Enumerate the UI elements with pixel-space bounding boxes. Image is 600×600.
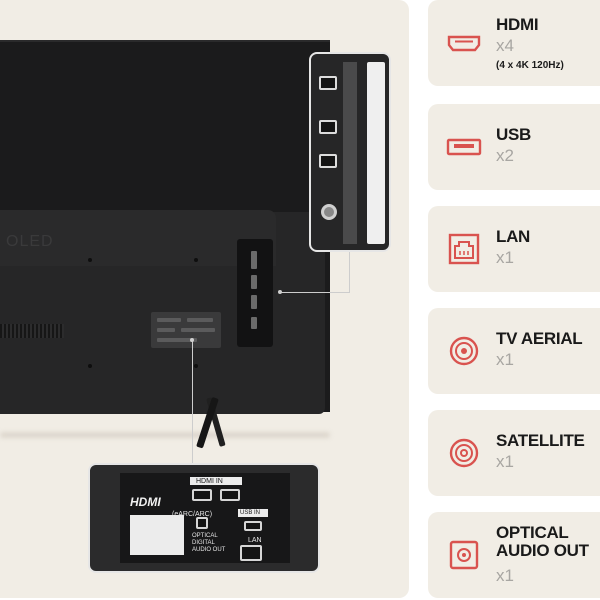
spec-card-tv-aerial: TV AERIAL x1	[428, 308, 600, 394]
spec-title-line1: OPTICAL	[496, 523, 569, 542]
lan-label: LAN	[248, 537, 262, 544]
hdmi-port	[192, 489, 212, 501]
usb-label-box	[238, 509, 268, 517]
spec-subtitle: (4 x 4K 120Hz)	[496, 60, 564, 71]
spec-count: x4	[496, 36, 514, 55]
spec-card-satellite: SATELLITE x1	[428, 410, 600, 496]
usb-port-icon	[446, 138, 482, 156]
optical-port	[196, 517, 208, 529]
hdmi-logo: HDMI	[130, 495, 161, 509]
hdmi-port-icon	[447, 35, 481, 52]
usb-label: USB IN	[240, 510, 261, 516]
coax-port-icon	[321, 204, 337, 220]
spec-count: x1	[496, 350, 514, 369]
spec-card-optical-audio-out: OPTICAL AUDIO OUT x1	[428, 512, 600, 598]
spec-card-usb: USB x2	[428, 104, 600, 190]
spec-title-line2: AUDIO OUT	[496, 541, 589, 560]
optical-port-icon	[449, 540, 479, 570]
spec-card-hdmi: HDMI x4 (4 x 4K 120Hz)	[428, 0, 600, 86]
spec-title: LAN	[496, 227, 531, 246]
spec-title: SATELLITE	[496, 431, 585, 450]
satellite-port-icon	[449, 438, 479, 468]
spec-label-sticker	[130, 515, 184, 555]
aerial-port-icon	[449, 336, 479, 366]
hdmi-port-icon	[319, 120, 337, 134]
usb-port	[244, 521, 262, 531]
lan-port	[240, 545, 262, 561]
hdmi-in-label-box	[190, 477, 242, 485]
screw	[194, 364, 198, 368]
hdmi-in-label: HDMI IN	[196, 478, 223, 485]
hdmi-port-icon	[319, 76, 337, 90]
callout-connector-line	[349, 252, 350, 293]
screw	[88, 364, 92, 368]
tv-brand-text: OLED	[6, 233, 54, 250]
tv-vent	[0, 324, 64, 338]
hdmi-port-icon	[319, 154, 337, 168]
rear-port-plate-zoom: HDMI HDMI IN (eARC/ARC) OPTICAL DIGITAL …	[120, 473, 290, 563]
screw	[88, 258, 92, 262]
spec-card-lan: LAN x1	[428, 206, 600, 292]
spec-title: USB	[496, 125, 531, 144]
tv-stand	[196, 396, 232, 450]
rear-port-plate	[151, 312, 221, 348]
callout-anchor-dot	[190, 338, 194, 342]
spec-title: HDMI	[496, 15, 539, 34]
callout-anchor-dot	[278, 290, 282, 294]
spec-count: x2	[496, 146, 514, 165]
side-port-bay	[237, 239, 273, 347]
rear-ports-zoom-callout: HDMI HDMI IN (eARC/ARC) OPTICAL DIGITAL …	[88, 463, 320, 573]
optical-label: OPTICAL DIGITAL AUDIO OUT	[192, 533, 226, 553]
floor-shadow	[0, 432, 330, 438]
side-ports-zoom-callout	[309, 52, 391, 252]
lan-port-icon	[448, 233, 480, 265]
callout-connector-line	[192, 340, 193, 464]
spec-count: x1	[496, 566, 514, 585]
spec-title: TV AERIAL	[496, 329, 583, 348]
spec-count: x1	[496, 248, 514, 267]
screw	[194, 258, 198, 262]
tv-back-step	[0, 210, 276, 266]
tv-back: OLED	[0, 40, 330, 414]
hdmi-port	[220, 489, 240, 501]
callout-connector-line	[280, 292, 350, 293]
product-image-panel: OLED HDMI	[0, 0, 409, 598]
spec-count: x1	[496, 452, 514, 471]
earc-label: (eARC/ARC)	[172, 511, 213, 518]
